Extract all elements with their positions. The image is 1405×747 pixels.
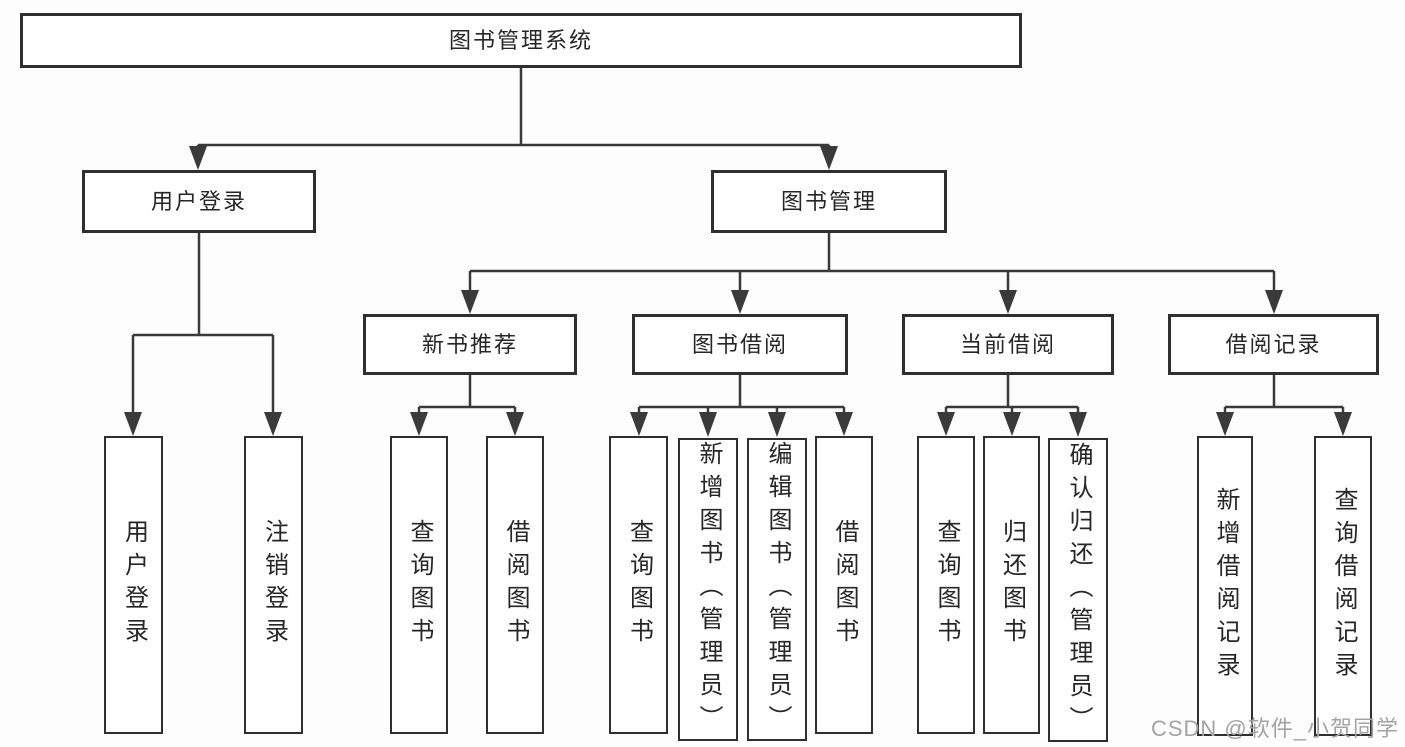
arrowhead: [999, 290, 1017, 314]
arrowhead: [1069, 412, 1087, 437]
leaf-user-login: 用户登录: [104, 436, 163, 734]
arrowhead: [731, 290, 749, 314]
leaf-bb-borrow-book-label: 借阅图书: [831, 519, 858, 651]
arrowhead: [820, 146, 838, 170]
arrowhead: [461, 290, 479, 314]
connector-current-borrow-branch: [937, 375, 1087, 437]
connector-book-mgmt-branch: [461, 233, 1283, 314]
connector-user-login-branch: [124, 233, 282, 436]
connector-root-to-level2: [189, 68, 838, 170]
arrowhead: [630, 412, 648, 436]
node-new-book-rec-label: 新书推荐: [421, 331, 518, 357]
leaf-logout-label: 注销登录: [260, 519, 288, 651]
arrowhead: [699, 412, 717, 437]
leaf-bb-query-book: 查询图书: [609, 436, 668, 734]
node-borrow-record-label: 借阅记录: [1225, 331, 1322, 357]
node-root-label: 图书管理系统: [448, 27, 593, 53]
leaf-cb-query-book: 查询图书: [917, 436, 975, 734]
leaf-br-query-record-label: 查询借阅记录: [1330, 487, 1357, 685]
leaf-bb-edit-book-label: 编辑图书（管理员）: [764, 441, 791, 738]
arrowhead: [124, 412, 142, 436]
arrowhead: [506, 412, 524, 436]
node-current-borrow: 当前借阅: [902, 314, 1114, 375]
leaf-logout: 注销登录: [244, 436, 303, 734]
node-book-borrow: 图书借阅: [632, 314, 848, 375]
arrowhead: [835, 412, 853, 436]
leaf-rec-borrow-book: 借阅图书: [486, 436, 544, 734]
node-root: 图书管理系统: [20, 13, 1022, 68]
connector-new-book-rec-branch: [410, 375, 524, 436]
leaf-bb-borrow-book: 借阅图书: [815, 436, 873, 734]
csdn-watermark: CSDN @软件_小贺同学: [1150, 716, 1399, 741]
node-current-borrow-label: 当前借阅: [959, 331, 1056, 357]
leaf-rec-query-book: 查询图书: [390, 436, 448, 734]
leaf-cb-return-book: 归还图书: [983, 436, 1040, 734]
leaf-br-query-record: 查询借阅记录: [1314, 436, 1372, 736]
leaf-cb-query-book-label: 查询图书: [933, 519, 960, 651]
arrowhead: [1216, 412, 1234, 436]
arrowhead: [1003, 412, 1021, 436]
leaf-bb-edit-book: 编辑图书（管理员）: [747, 438, 807, 741]
arrowhead: [410, 412, 428, 436]
leaf-br-add-record: 新增借阅记录: [1197, 436, 1253, 736]
leaf-cb-return-book-label: 归还图书: [998, 519, 1026, 651]
leaf-bb-add-book-label: 新增图书（管理员）: [695, 441, 722, 738]
leaf-cb-confirm-return: 确认归还（管理员）: [1048, 438, 1108, 742]
arrowhead: [768, 412, 786, 437]
arrowhead: [1334, 412, 1352, 436]
connector-book-borrow-branch: [630, 375, 853, 437]
leaf-bb-add-book: 新增图书（管理员）: [678, 438, 738, 741]
arrowhead: [1265, 290, 1283, 314]
leaf-bb-query-book-label: 查询图书: [625, 519, 653, 651]
node-user-login: 用户登录: [82, 170, 316, 233]
node-book-mgmt: 图书管理: [711, 170, 947, 233]
leaf-cb-confirm-return-label: 确认归还（管理员）: [1065, 441, 1092, 739]
node-borrow-record: 借阅记录: [1168, 314, 1379, 375]
leaf-rec-query-book-label: 查询图书: [406, 519, 433, 651]
leaf-user-login-label: 用户登录: [120, 519, 148, 651]
node-new-book-rec: 新书推荐: [363, 314, 577, 375]
arrowhead: [189, 146, 207, 170]
leaf-rec-borrow-book-label: 借阅图书: [502, 519, 529, 651]
node-user-login-label: 用户登录: [150, 188, 247, 214]
arrowhead: [937, 412, 955, 436]
leaf-br-add-record-label: 新增借阅记录: [1212, 487, 1239, 685]
node-book-mgmt-label: 图书管理: [780, 188, 877, 214]
node-book-borrow-label: 图书借阅: [691, 331, 788, 357]
connector-borrow-record-branch: [1216, 375, 1352, 436]
arrowhead: [264, 412, 282, 436]
